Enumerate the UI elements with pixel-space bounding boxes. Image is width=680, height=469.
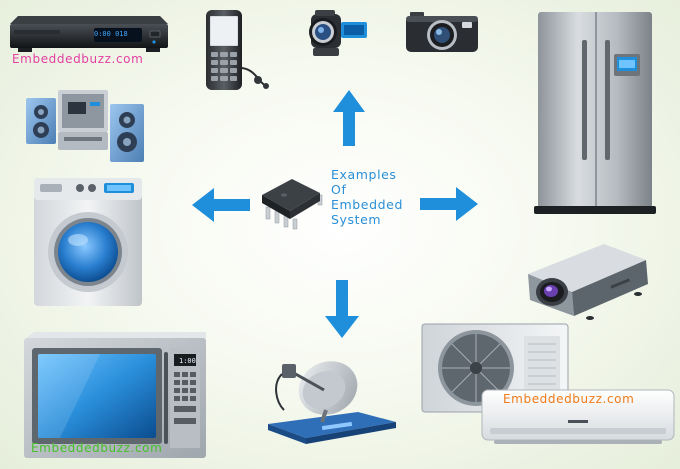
refrigerator-icon [520, 10, 670, 216]
microchip-icon [258, 173, 324, 231]
arrow-up-icon [333, 90, 365, 146]
arrow-down-icon [325, 280, 359, 338]
digital-camera-icon [404, 8, 480, 54]
microwave-display-readout: 1:00 [179, 357, 196, 365]
watermark-top-left: Embeddedbuzz.com [12, 52, 144, 66]
mobile-phone-icon [200, 8, 270, 92]
microwave-oven-icon [20, 330, 210, 462]
center-caption-line-1: Examples [331, 167, 397, 182]
watermark-bottom-left: Embeddedbuzz.com [31, 441, 163, 455]
center-caption-line-3: Embedded [331, 197, 403, 212]
washing-machine-icon [32, 176, 144, 310]
dvd-display-readout: 0:00 018 [94, 30, 128, 38]
center-caption: Examples Of Embedded System [331, 167, 451, 227]
camcorder-icon [297, 8, 369, 60]
dvd-player-icon [8, 14, 170, 54]
air-conditioner-indoor-unit-icon [480, 388, 676, 448]
watermark-bottom-right: Embeddedbuzz.com [503, 392, 635, 406]
satellite-dish-icon [262, 350, 400, 446]
arrow-left-icon [192, 188, 250, 222]
projector-icon [520, 238, 652, 324]
arrow-right-icon [420, 187, 478, 221]
center-caption-line-4: System [331, 212, 382, 227]
center-caption-line-2: Of [331, 182, 347, 197]
speaker-system-icon [22, 84, 150, 168]
